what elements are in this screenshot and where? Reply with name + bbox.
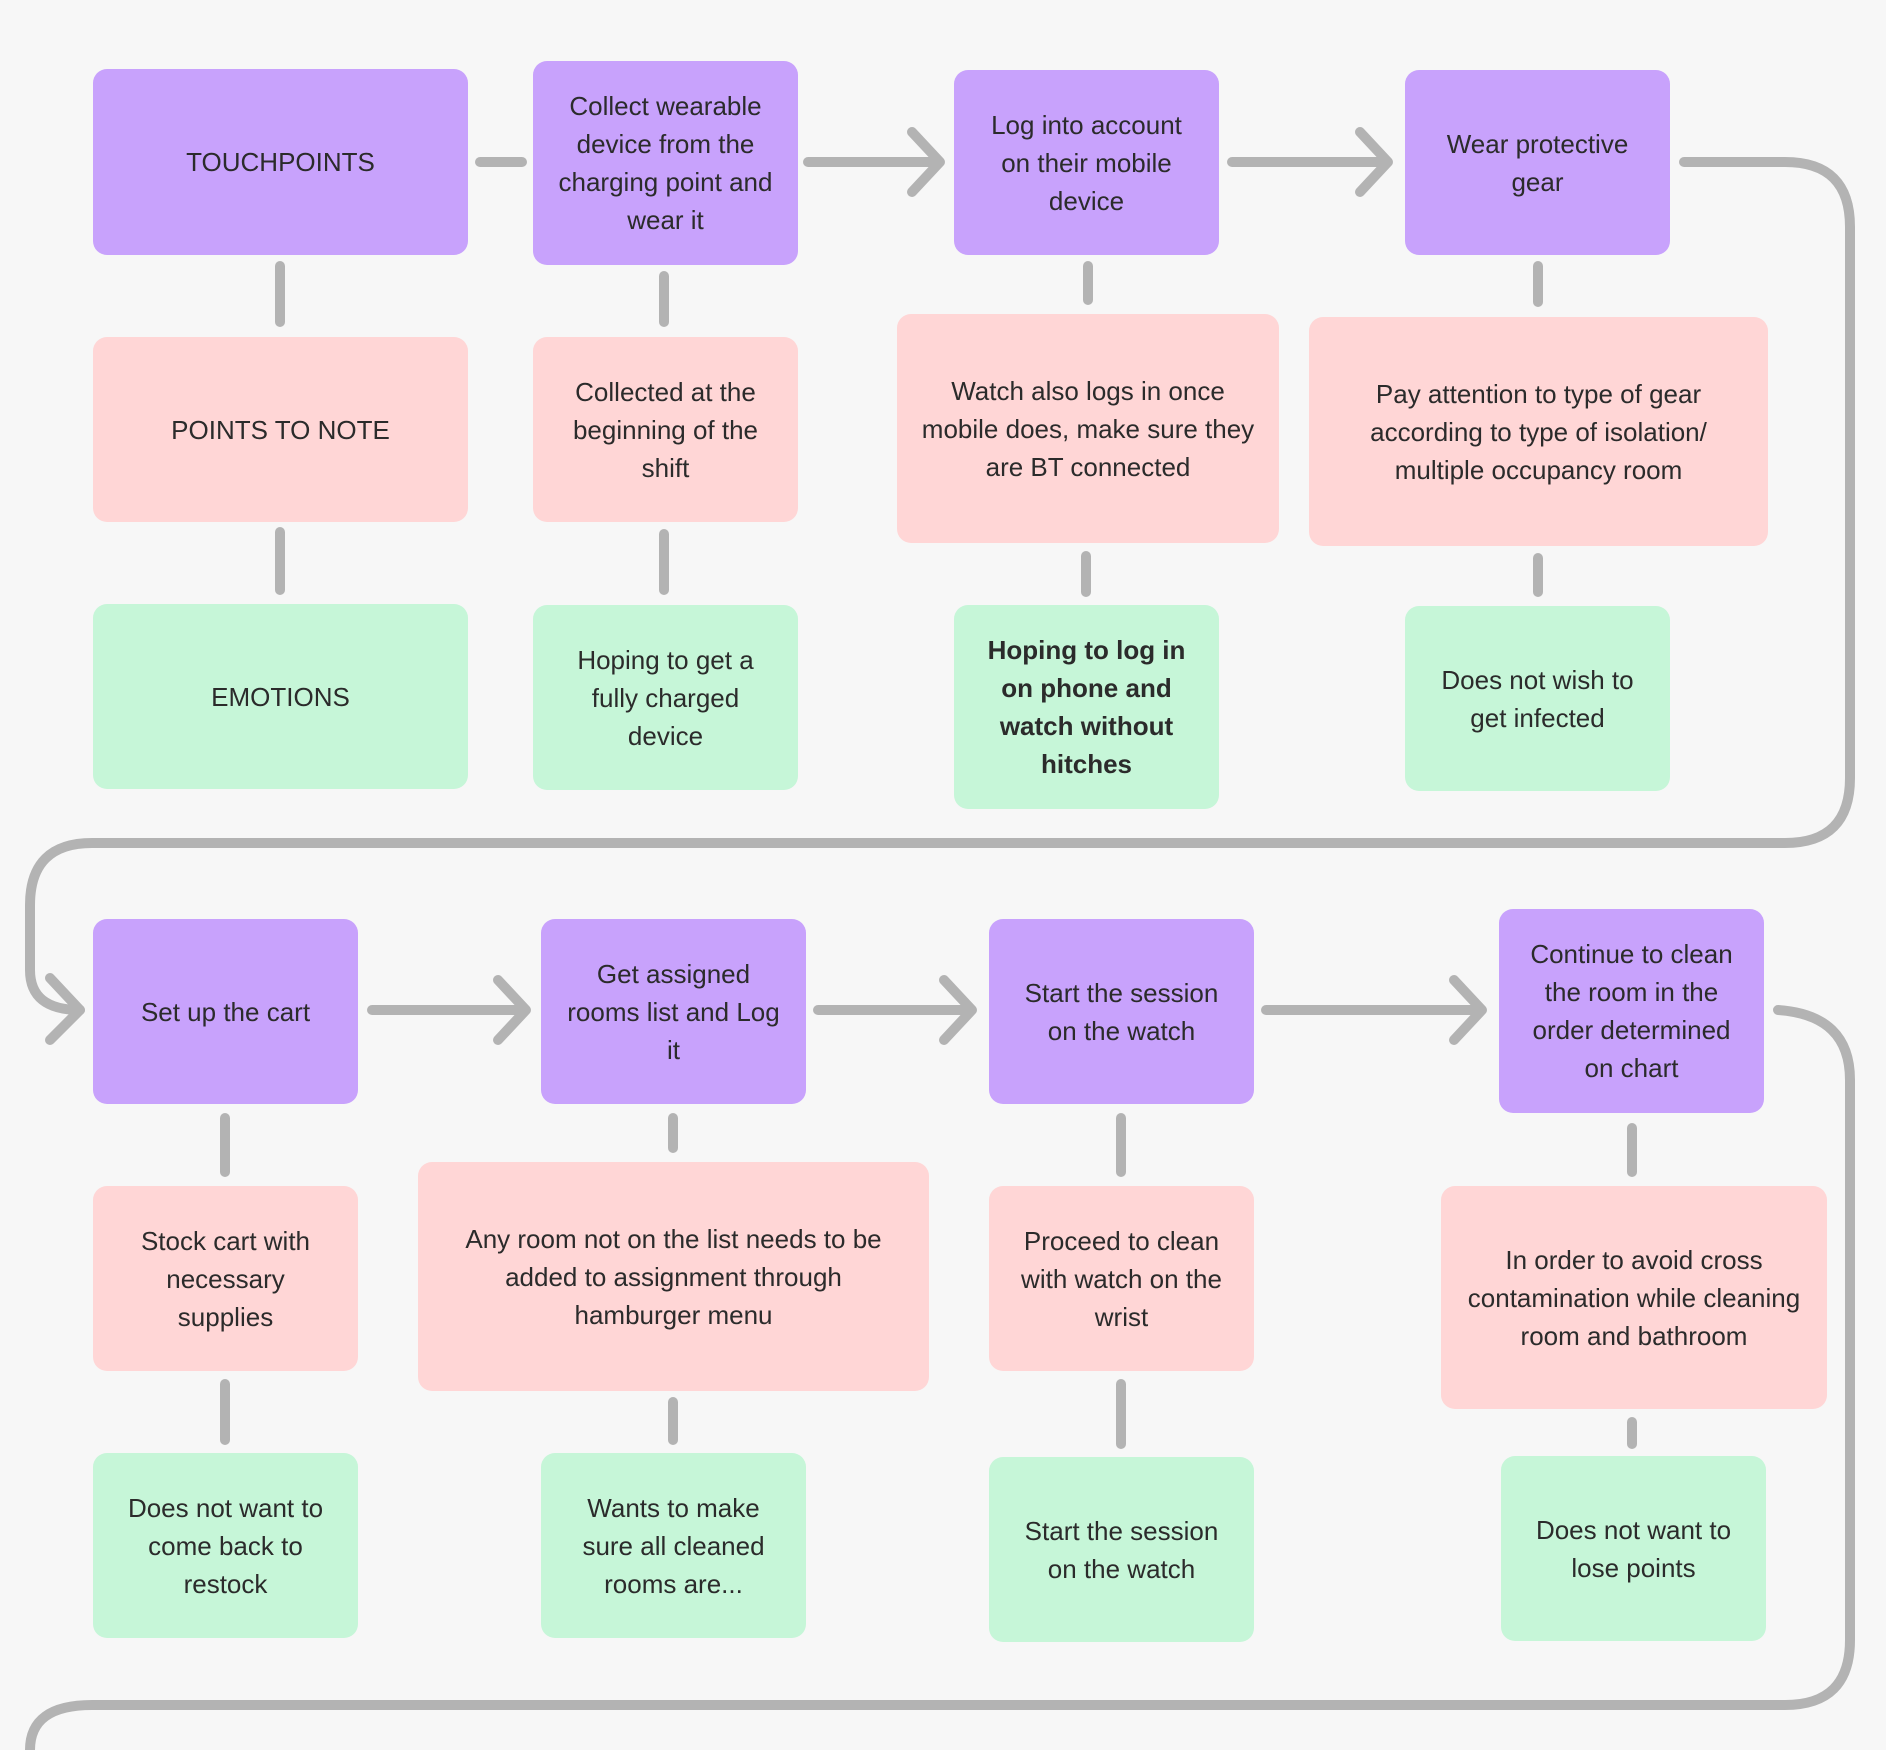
emotion-text: Start the session on the watch bbox=[1024, 1515, 1219, 1584]
touchpoint-text: Wear protective gear bbox=[1446, 128, 1629, 197]
emotion-card: Wants to make sure all cleaned rooms are… bbox=[541, 1453, 806, 1638]
arrow-connector bbox=[367, 975, 531, 1045]
touchpoint-card: Collect wearable device from the chargin… bbox=[533, 61, 798, 265]
arrow-connector bbox=[1227, 127, 1393, 197]
emotion-card: Does not wish to get infected bbox=[1405, 606, 1670, 791]
touchpoint-text: Start the session on the watch bbox=[1024, 977, 1219, 1046]
touchpoint-card: Set up the cart bbox=[93, 919, 358, 1104]
point-card: Stock cart with necessary supplies bbox=[93, 1186, 358, 1371]
touchpoint-text: Log into account on their mobile device bbox=[991, 109, 1182, 216]
point-card: Any room not on the list needs to be add… bbox=[418, 1162, 929, 1391]
arrow-connector bbox=[1261, 975, 1487, 1045]
touchpoint-card: Get assigned rooms list and Log it bbox=[541, 919, 806, 1104]
arrow-head bbox=[45, 973, 85, 1045]
point-text: Stock cart with necessary supplies bbox=[140, 1225, 311, 1332]
point-card: In order to avoid cross contamination wh… bbox=[1441, 1186, 1827, 1409]
touchpoints-label: TOUCHPOINTS bbox=[93, 69, 468, 255]
point-text: In order to avoid cross contamination wh… bbox=[1467, 1244, 1801, 1351]
point-text: Proceed to clean with watch on the wrist bbox=[1021, 1225, 1222, 1332]
emotion-text: Does not wish to get infected bbox=[1441, 664, 1634, 733]
emotion-card: Start the session on the watch bbox=[989, 1457, 1254, 1642]
point-text: Collected at the beginning of the shift bbox=[572, 376, 759, 483]
emotion-text: Wants to make sure all cleaned rooms are… bbox=[582, 1492, 765, 1599]
emotion-text: Does not want to come back to restock bbox=[127, 1492, 324, 1599]
points-to-note-label: POINTS TO NOTE bbox=[93, 337, 468, 522]
wrap-connector bbox=[25, 157, 1855, 1015]
point-text: Pay attention to type of gear according … bbox=[1370, 378, 1707, 485]
point-card: Watch also logs in once mobile does, mak… bbox=[897, 314, 1279, 543]
touchpoints-label-text: TOUCHPOINTS bbox=[186, 147, 375, 177]
touchpoint-card: Continue to clean the room in the order … bbox=[1499, 909, 1764, 1113]
point-card: Pay attention to type of gear according … bbox=[1309, 317, 1768, 546]
emotion-text: Hoping to log in on phone and watch with… bbox=[987, 635, 1186, 779]
points-to-note-label-text: POINTS TO NOTE bbox=[171, 414, 390, 445]
point-card: Proceed to clean with watch on the wrist bbox=[989, 1186, 1254, 1371]
touchpoint-text: Collect wearable device from the chargin… bbox=[558, 91, 773, 235]
emotion-card: Hoping to log in on phone and watch with… bbox=[954, 605, 1219, 809]
touchpoint-card: Start the session on the watch bbox=[989, 919, 1254, 1104]
emotion-text: Hoping to get a fully charged device bbox=[577, 644, 754, 751]
touchpoint-text: Set up the cart bbox=[140, 996, 311, 1027]
emotion-card: Does not want to lose points bbox=[1501, 1456, 1766, 1641]
point-card: Collected at the beginning of the shift bbox=[533, 337, 798, 522]
touchpoint-card: Log into account on their mobile device bbox=[954, 70, 1219, 255]
point-text: Any room not on the list needs to be add… bbox=[465, 1223, 882, 1330]
arrow-connector bbox=[803, 127, 945, 197]
arrow-connector bbox=[813, 975, 977, 1045]
emotion-card: Hoping to get a fully charged device bbox=[533, 605, 798, 790]
emotions-label: EMOTIONS bbox=[93, 604, 468, 789]
emotions-label-text: EMOTIONS bbox=[211, 681, 350, 712]
touchpoint-text: Get assigned rooms list and Log it bbox=[567, 958, 780, 1065]
point-text: Watch also logs in once mobile does, mak… bbox=[921, 375, 1255, 482]
emotion-card: Does not want to come back to restock bbox=[93, 1453, 358, 1638]
touchpoint-text: Continue to clean the room in the order … bbox=[1530, 939, 1733, 1083]
touchpoint-card: Wear protective gear bbox=[1405, 70, 1670, 255]
emotion-text: Does not want to lose points bbox=[1535, 1514, 1732, 1583]
